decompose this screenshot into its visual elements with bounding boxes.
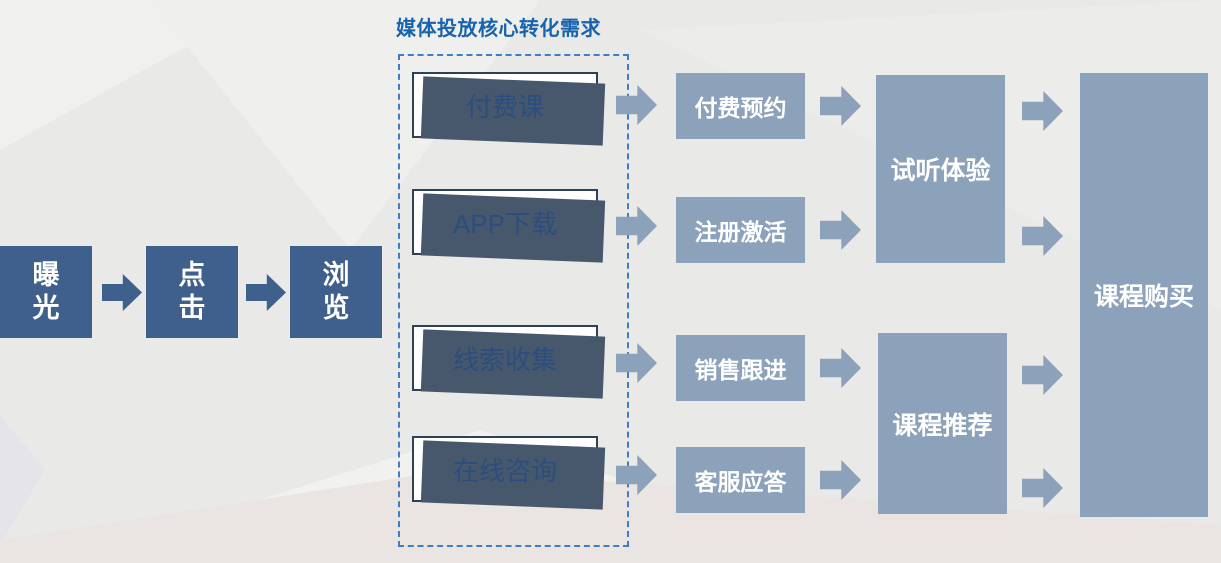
stage-exposure-label: 曝光 bbox=[32, 260, 60, 323]
action-paid-booking-label: 付费预约 bbox=[694, 95, 787, 121]
need-paid-course-label: 付费课 bbox=[465, 91, 544, 122]
action-sales-followup-box: 销售跟进 bbox=[676, 335, 805, 401]
group-dashed-frame bbox=[398, 54, 629, 547]
arrow-right-icon bbox=[246, 274, 286, 311]
outcome-trial-experience-box: 试听体验 bbox=[876, 75, 1005, 263]
arrow-right-icon bbox=[820, 86, 861, 126]
need-app-download-box: APP下载 bbox=[412, 189, 598, 255]
arrow-right-icon bbox=[1022, 216, 1063, 256]
need-lead-collection-box: 线索收集 bbox=[412, 325, 598, 391]
arrow-right-icon bbox=[1022, 468, 1063, 508]
need-app-download-label: APP下载 bbox=[452, 208, 558, 239]
need-lead-collection-label: 线索收集 bbox=[452, 344, 557, 375]
goal-course-purchase-label: 课程购买 bbox=[1093, 283, 1194, 311]
stage-click-box: 点击 bbox=[146, 246, 238, 338]
action-service-reply-label: 客服应答 bbox=[694, 469, 787, 495]
action-paid-booking-box: 付费预约 bbox=[676, 73, 805, 139]
stage-click-label: 点击 bbox=[178, 260, 206, 323]
stage-browse-label: 浏览 bbox=[322, 260, 350, 323]
arrow-right-icon bbox=[820, 348, 861, 388]
arrow-right-icon bbox=[820, 460, 861, 500]
action-service-reply-box: 客服应答 bbox=[676, 447, 805, 513]
outcome-course-recommendation-box: 课程推荐 bbox=[878, 333, 1007, 514]
need-online-consult-label: 在线咨询 bbox=[452, 455, 557, 486]
outcome-course-recommendation-label: 课程推荐 bbox=[892, 411, 993, 440]
group-title: 媒体投放核心转化需求 bbox=[396, 18, 601, 40]
stage-exposure-box: 曝光 bbox=[0, 246, 92, 338]
stage-browse-box: 浏览 bbox=[290, 246, 382, 338]
action-sales-followup-label: 销售跟进 bbox=[694, 357, 787, 383]
outcome-trial-experience-label: 试听体验 bbox=[890, 157, 991, 185]
arrow-right-icon bbox=[102, 274, 142, 311]
need-paid-course-box: 付费课 bbox=[412, 72, 598, 138]
need-online-consult-box: 在线咨询 bbox=[412, 436, 598, 502]
arrow-right-icon bbox=[1022, 91, 1063, 131]
arrow-right-icon bbox=[820, 210, 861, 250]
arrow-right-icon bbox=[1022, 355, 1063, 395]
goal-course-purchase-box: 课程购买 bbox=[1080, 73, 1208, 517]
action-register-activate-box: 注册激活 bbox=[676, 197, 805, 263]
action-register-activate-label: 注册激活 bbox=[694, 219, 787, 245]
